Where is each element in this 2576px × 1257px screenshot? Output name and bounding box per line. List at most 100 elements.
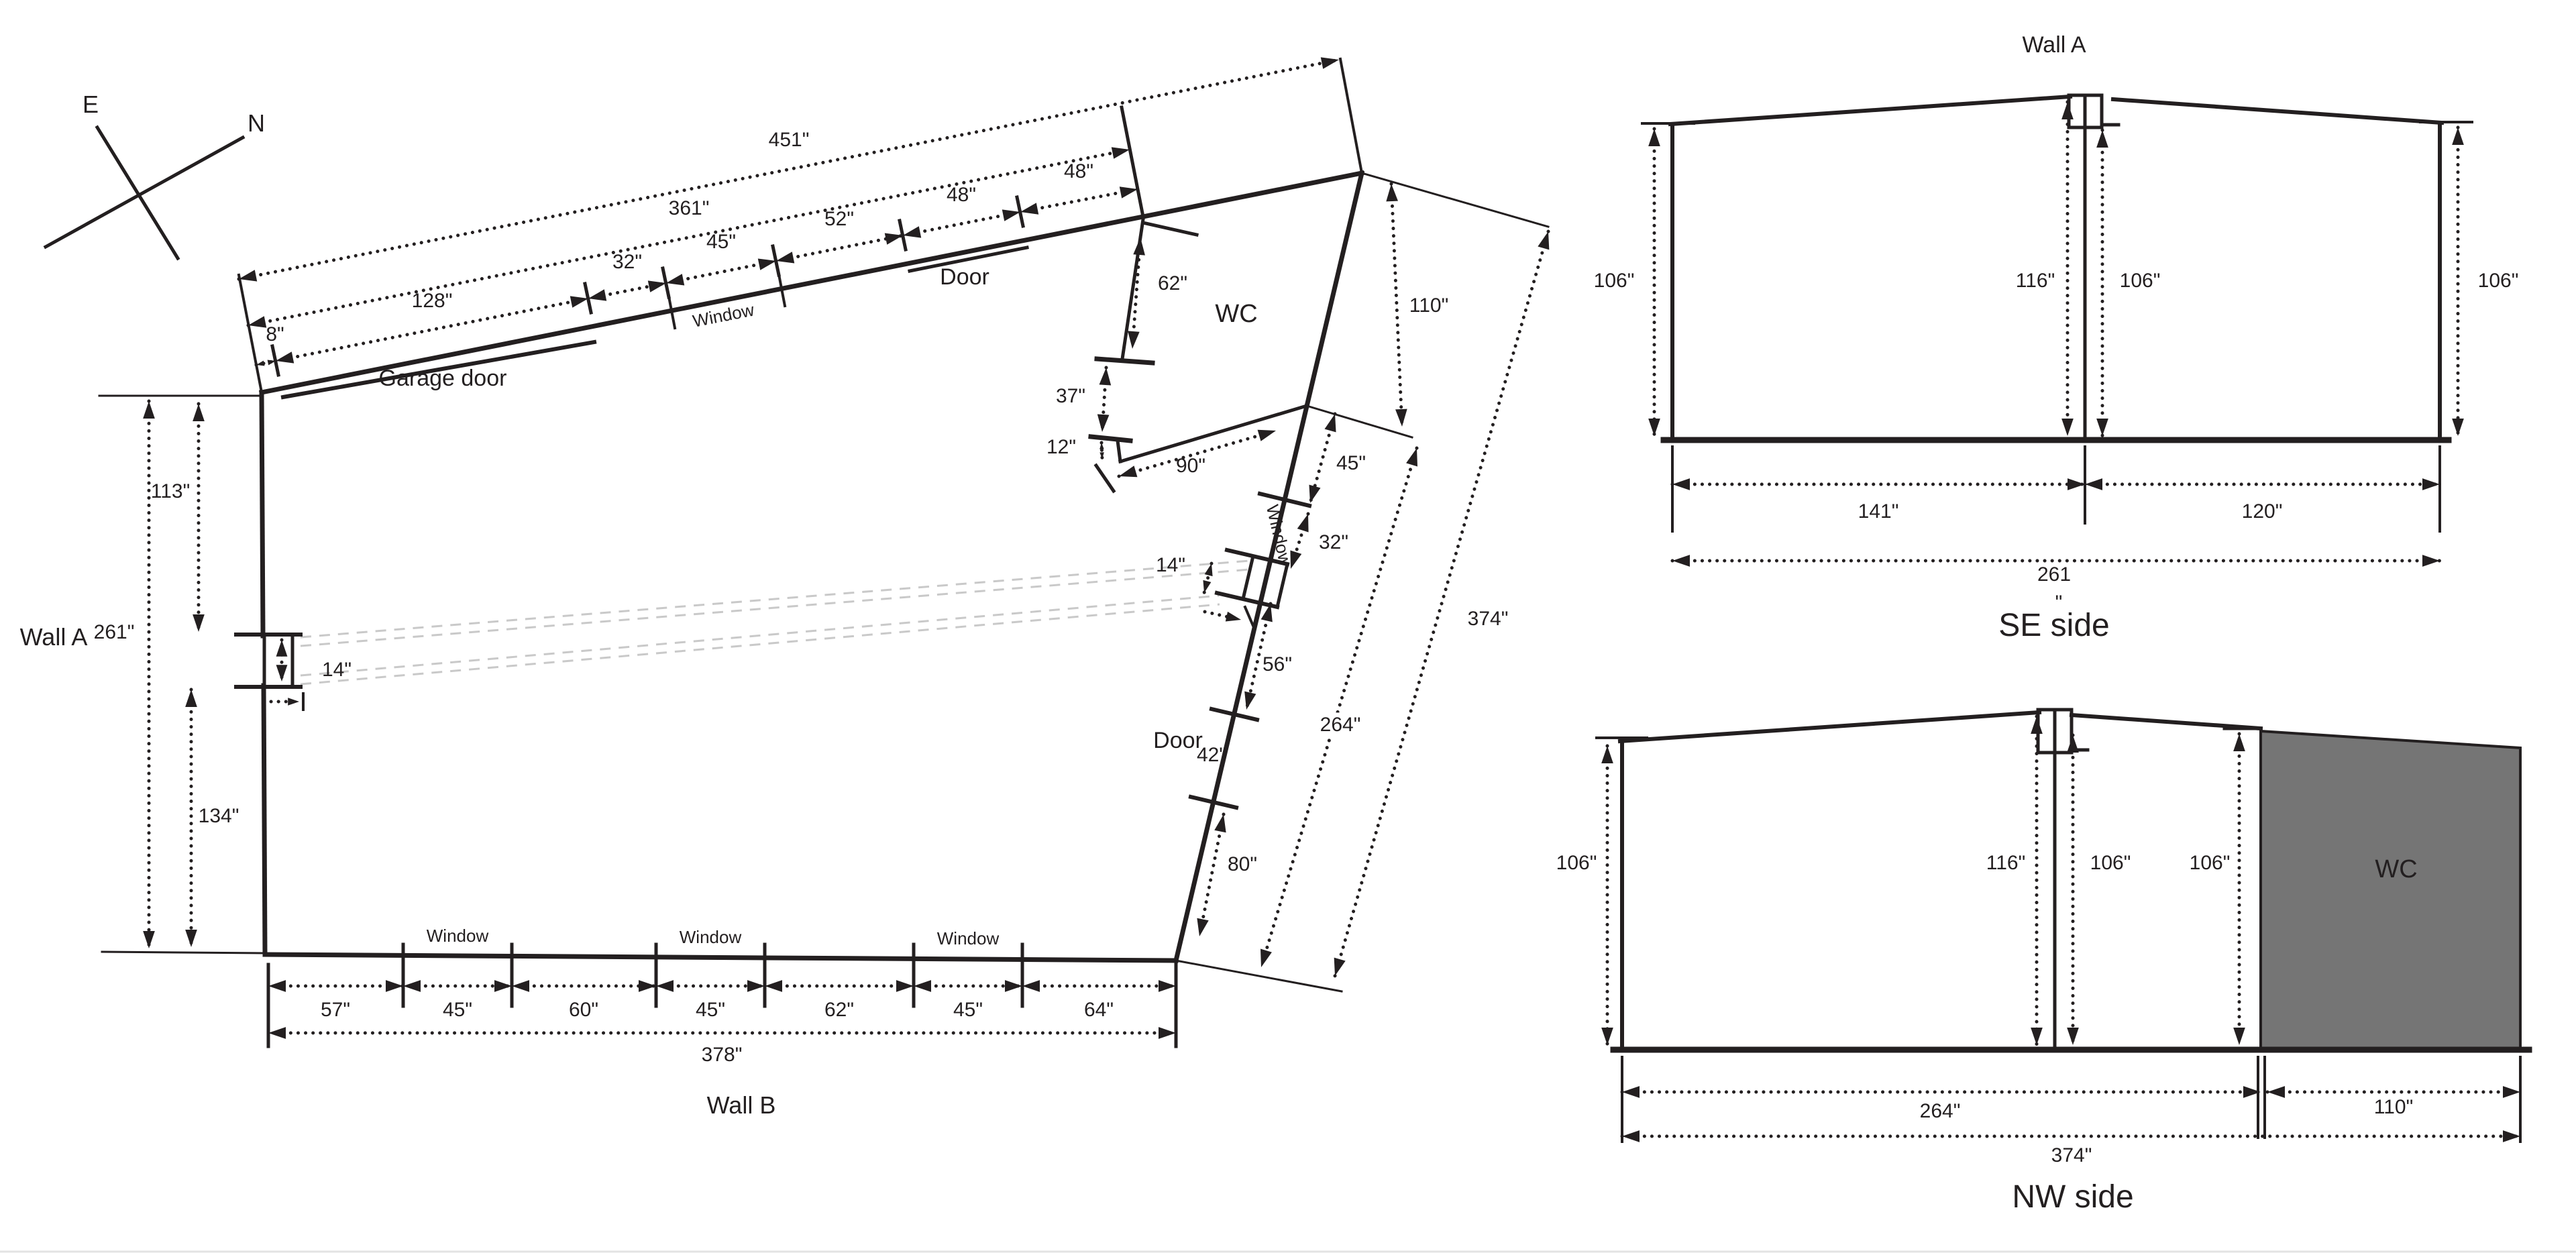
tick bbox=[1243, 605, 1255, 628]
dim-113: 113" bbox=[151, 480, 190, 502]
dim-arrowhead bbox=[1020, 203, 1039, 215]
dim-32-top: 32" bbox=[612, 251, 642, 273]
dim-arrowhead bbox=[1119, 466, 1138, 478]
plan-left-wall-upper bbox=[259, 390, 266, 639]
dim-arrowhead bbox=[1622, 1130, 1640, 1142]
se-title: SE side bbox=[1998, 608, 2109, 643]
dim-45-b1: 45" bbox=[443, 999, 472, 1021]
dim-arrowhead bbox=[1002, 209, 1020, 221]
label-window-b1: Window bbox=[427, 926, 489, 946]
nw-title: NW side bbox=[2012, 1179, 2133, 1215]
dim-arrowhead bbox=[2096, 130, 2108, 148]
extension-line bbox=[1120, 105, 1145, 219]
label-window-b2: Window bbox=[680, 927, 742, 947]
extension-line bbox=[1305, 404, 1413, 439]
dim-arrowhead bbox=[1097, 414, 1110, 432]
wc-south-wall bbox=[1118, 403, 1309, 464]
dim-line bbox=[901, 210, 1022, 237]
dim-arrowhead bbox=[512, 980, 529, 992]
dim-37: 37" bbox=[1056, 385, 1085, 407]
dim-arrowhead bbox=[1260, 604, 1273, 622]
dim-arrowhead bbox=[276, 351, 294, 364]
dim-arrowhead bbox=[288, 698, 299, 706]
dim-arrowhead bbox=[1334, 957, 1346, 976]
dim-arrowhead bbox=[1099, 443, 1104, 449]
wc-jog-wall bbox=[1116, 439, 1122, 463]
dim-line bbox=[1389, 182, 1404, 429]
dim-arrowhead bbox=[1601, 1028, 1613, 1045]
dim-60: 60" bbox=[569, 999, 598, 1021]
wc-door-bar bbox=[1094, 356, 1155, 366]
dim-arrowhead bbox=[386, 980, 403, 992]
dim-arrowhead bbox=[1159, 980, 1176, 992]
dim-arrowhead bbox=[193, 404, 205, 421]
dim-361: 361" bbox=[669, 197, 710, 219]
dim-arrowhead bbox=[2067, 735, 2079, 753]
dim-12: 12" bbox=[1046, 436, 1076, 458]
dim-134: 134" bbox=[199, 805, 239, 827]
dim-arrowhead bbox=[1406, 448, 1418, 467]
tick bbox=[1144, 221, 1199, 237]
dim-48-door: 48" bbox=[947, 184, 976, 206]
dim-arrowhead bbox=[2422, 478, 2440, 490]
dim-arrowhead bbox=[1244, 691, 1256, 710]
dim-arrowhead bbox=[1197, 918, 1209, 936]
door-jamb bbox=[1209, 706, 1260, 722]
dim-arrowhead bbox=[1622, 1086, 1640, 1098]
dim-62-b: 62" bbox=[824, 999, 854, 1021]
label-wc-plan: WC bbox=[1215, 300, 1257, 328]
wc-door-bar bbox=[1088, 434, 1133, 443]
dim-arrowhead bbox=[143, 401, 155, 419]
window-tick bbox=[776, 269, 787, 308]
dim-90: 90" bbox=[1176, 455, 1205, 477]
dim-57: 57" bbox=[321, 999, 350, 1021]
dim-56: 56" bbox=[1263, 653, 1292, 675]
dim-374-plan: 374" bbox=[1468, 608, 1509, 630]
plan-left-wall-lower bbox=[261, 683, 268, 957]
dim-line bbox=[1202, 561, 1214, 595]
nw-roof-right bbox=[2069, 712, 2263, 731]
dim-arrowhead bbox=[2267, 1086, 2285, 1098]
dim-arrowhead bbox=[268, 980, 286, 992]
dim-42: 42" bbox=[1197, 744, 1226, 766]
dim-arrowhead bbox=[647, 280, 666, 292]
dim-line bbox=[1197, 812, 1226, 938]
dim-line bbox=[1018, 187, 1140, 214]
se-106-right: 106" bbox=[2478, 270, 2519, 292]
dim-32-east: 32" bbox=[1319, 531, 1348, 553]
dim-arrowhead bbox=[1111, 147, 1130, 159]
dim-arrowhead bbox=[2233, 734, 2245, 751]
nw-110: 110" bbox=[2374, 1096, 2413, 1118]
compass-line bbox=[43, 135, 246, 250]
dim-arrowhead bbox=[1538, 231, 1550, 250]
dim-line bbox=[274, 296, 590, 363]
se-261-unit: " bbox=[2055, 592, 2063, 614]
dim-arrowhead bbox=[884, 233, 903, 245]
label-wall-a-elev: Wall A bbox=[2022, 32, 2086, 58]
dim-arrowhead bbox=[1386, 184, 1398, 202]
dim-80: 80" bbox=[1228, 853, 1257, 875]
dim-arrowhead bbox=[239, 270, 258, 282]
dim-arrowhead bbox=[1119, 186, 1138, 199]
dim-line bbox=[1117, 429, 1278, 478]
dim-arrowhead bbox=[2233, 1028, 2245, 1045]
dim-arrowhead bbox=[248, 316, 267, 328]
dim-arrowhead bbox=[1099, 368, 1112, 386]
dim-128: 128" bbox=[412, 290, 453, 312]
compass-line bbox=[95, 125, 180, 261]
nw-wc-shaded-area bbox=[2259, 729, 2522, 1050]
dim-line bbox=[1333, 229, 1550, 978]
dim-arrowhead bbox=[276, 640, 288, 657]
dim-arrowhead bbox=[1159, 1027, 1176, 1039]
dim-arrowhead bbox=[1672, 555, 1690, 567]
window-tick bbox=[666, 291, 677, 330]
dim-arrowhead bbox=[1324, 414, 1336, 433]
se-116: 116" bbox=[2016, 270, 2055, 292]
nw-106-mid: 106" bbox=[2090, 852, 2131, 874]
dim-arrowhead bbox=[776, 252, 795, 264]
nw-264: 264" bbox=[1920, 1100, 1961, 1122]
dim-14-east: 14" bbox=[1156, 554, 1185, 576]
se-141: 141" bbox=[1858, 500, 1899, 523]
